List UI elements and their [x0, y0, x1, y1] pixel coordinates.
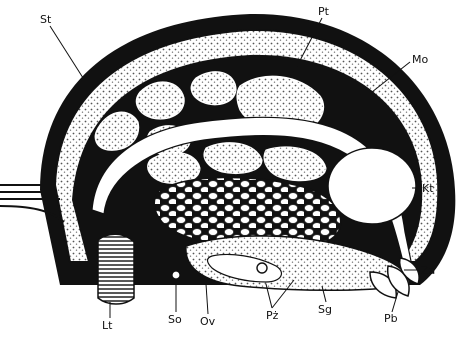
- label-so: So: [168, 314, 182, 325]
- label-kt: Kt: [422, 183, 434, 194]
- lt-striated-organ: [98, 234, 134, 304]
- label-pb: Pb: [384, 313, 398, 324]
- kt-organ: [328, 148, 416, 224]
- label-st: St: [40, 14, 51, 25]
- label-lt: Lt: [102, 320, 112, 331]
- label-pt: Pt: [318, 6, 329, 17]
- label-pz: Pż: [266, 310, 278, 321]
- so-structure: [172, 271, 180, 279]
- label-mo: Mo: [412, 54, 428, 65]
- label-za: Za: [421, 265, 435, 276]
- label-ov: Ov: [200, 316, 215, 327]
- label-sg: Sg: [318, 304, 332, 315]
